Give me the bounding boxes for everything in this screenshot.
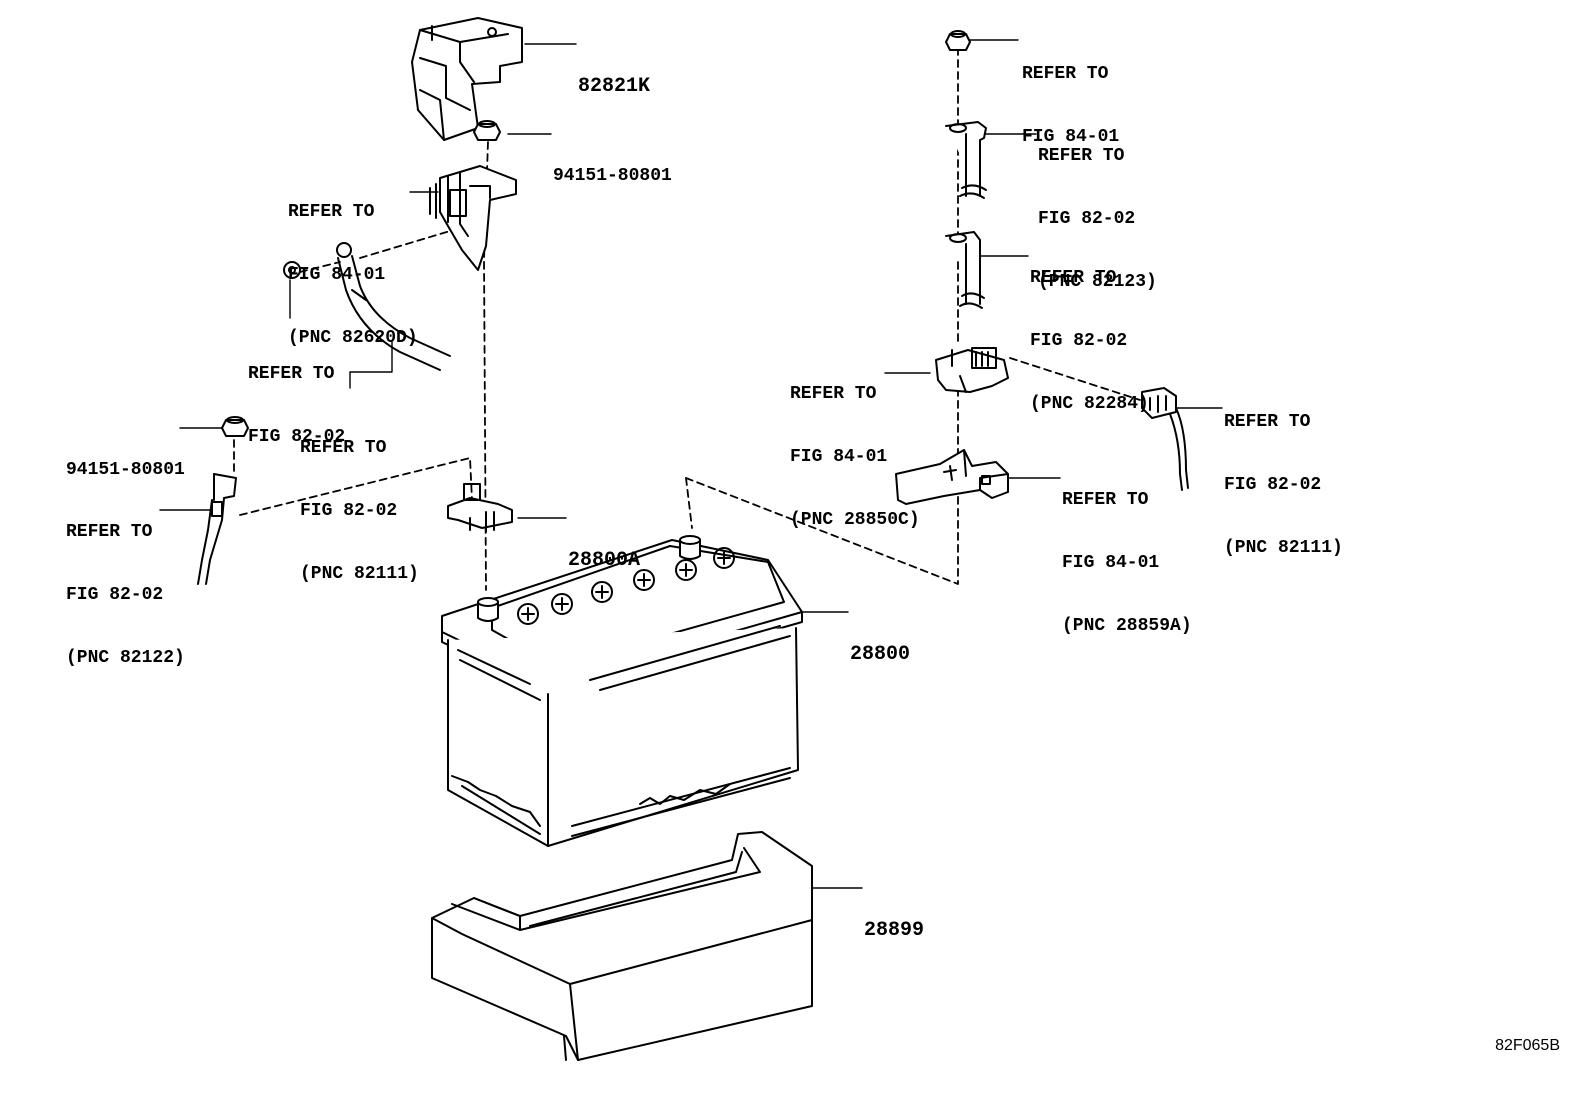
callout-line: REFER TO <box>1022 64 1109 84</box>
callout-28800A: 28800A <box>568 506 640 594</box>
callout-line: REFER TO <box>1030 268 1117 288</box>
callout-line: (PNC 82123) <box>1038 272 1157 292</box>
callout-line: REFER TO <box>288 202 375 222</box>
callout-line: REFER TO <box>300 438 387 458</box>
nut-icon <box>945 30 971 51</box>
callout-refer-fig-84-01-pnc-82620d: REFER TO FIG 84-01 (PNC 82620D) <box>288 160 418 370</box>
callout-line: 28899 <box>864 919 925 942</box>
callout-line: FIG 84-01 <box>1062 553 1160 573</box>
callout-line: FIG 82-02 <box>66 585 164 605</box>
nut-icon <box>221 416 249 437</box>
callout-refer-fig-84-01-top: REFER TO FIG 84-01 <box>1022 22 1119 169</box>
callout-line: 28800A <box>568 549 641 572</box>
callout-refer-fig-82-02-pnc-82111-right: REFER TO FIG 82-02 (PNC 82111) <box>1224 370 1343 580</box>
callout-line: FIG 82-02 <box>1224 475 1322 495</box>
terminal-clamp-icon <box>429 165 517 271</box>
callout-line: REFER TO <box>1062 490 1149 510</box>
callout-line: (PNC 28850C) <box>790 510 920 530</box>
battery-sensor-icon <box>935 347 1009 393</box>
callout-82821K: 82821K <box>578 32 650 120</box>
callout-line: (PNC 82111) <box>300 564 419 584</box>
callout-line: REFER TO <box>1224 412 1311 432</box>
callout-line: FIG 82-02 <box>1030 331 1128 351</box>
current-sensor-icon <box>447 483 513 533</box>
callout-28800: 28800 <box>850 600 910 688</box>
callout-line: (PNC 82111) <box>1224 538 1343 558</box>
callout-line: REFER TO <box>1038 146 1125 166</box>
callout-line: FIG 82-02 <box>300 501 398 521</box>
callout-line: (PNC 82284) <box>1030 394 1149 414</box>
callout-refer-fig-82-02-pnc-82111: REFER TO FIG 82-02 (PNC 82111) <box>300 396 419 606</box>
callout-94151-80801-left: 94151-80801 <box>66 418 185 502</box>
callout-28899: 28899 <box>864 876 924 964</box>
callout-refer-fig-82-02-pnc-82123: REFER TO FIG 82-02 (PNC 82123) <box>1038 104 1157 314</box>
terminal-cover-icon <box>411 17 523 141</box>
callout-refer-fig-84-01-pnc-28850c: REFER TO FIG 84-01 (PNC 28850C) <box>790 342 920 552</box>
wire-connector-icon <box>1141 387 1189 491</box>
callout-refer-fig-82-02: REFER TO FIG 82-02 <box>248 322 345 469</box>
callout-line: 94151-80801 <box>66 460 185 480</box>
battery-tray-icon <box>431 831 813 1061</box>
callout-line: FIG 84-01 <box>1022 127 1120 147</box>
callout-line: 82821K <box>578 75 651 98</box>
battery-cable-icon <box>336 242 451 371</box>
sensor-bracket-icon <box>895 449 1009 505</box>
callout-line: (PNC 82620D) <box>288 328 418 348</box>
callout-line: FIG 82-02 <box>1038 209 1136 229</box>
callout-refer-fig-82-02-pnc-82284: REFER TO FIG 82-02 (PNC 82284) <box>1030 226 1149 436</box>
leader-lines <box>159 39 1223 889</box>
callout-line: FIG 84-01 <box>790 447 888 467</box>
callout-94151-80801-top: 94151-80801 <box>553 124 672 208</box>
battery-icon <box>441 535 803 847</box>
callout-line: REFER TO <box>66 522 153 542</box>
callout-line: REFER TO <box>790 384 877 404</box>
wire-terminal-icon <box>945 231 985 309</box>
callout-line: FIG 82-02 <box>248 427 346 447</box>
callout-refer-fig-84-01-pnc-28859a: REFER TO FIG 84-01 (PNC 28859A) <box>1062 448 1192 658</box>
callout-line: 28800 <box>850 643 911 666</box>
callout-line: FIG 84-01 <box>288 265 386 285</box>
nut-icon <box>283 261 301 279</box>
ground-cable-icon <box>197 473 237 585</box>
figure-code: 82F065B <box>1495 1037 1560 1054</box>
callout-line: 94151-80801 <box>553 166 672 186</box>
callout-line: (PNC 28859A) <box>1062 616 1192 636</box>
nut-icon <box>473 120 501 141</box>
callout-refer-fig-82-02-pnc-82122: REFER TO FIG 82-02 (PNC 82122) <box>66 480 185 690</box>
wire-terminal-icon <box>945 121 987 199</box>
callout-line: REFER TO <box>248 364 335 384</box>
callout-line: (PNC 82122) <box>66 648 185 668</box>
